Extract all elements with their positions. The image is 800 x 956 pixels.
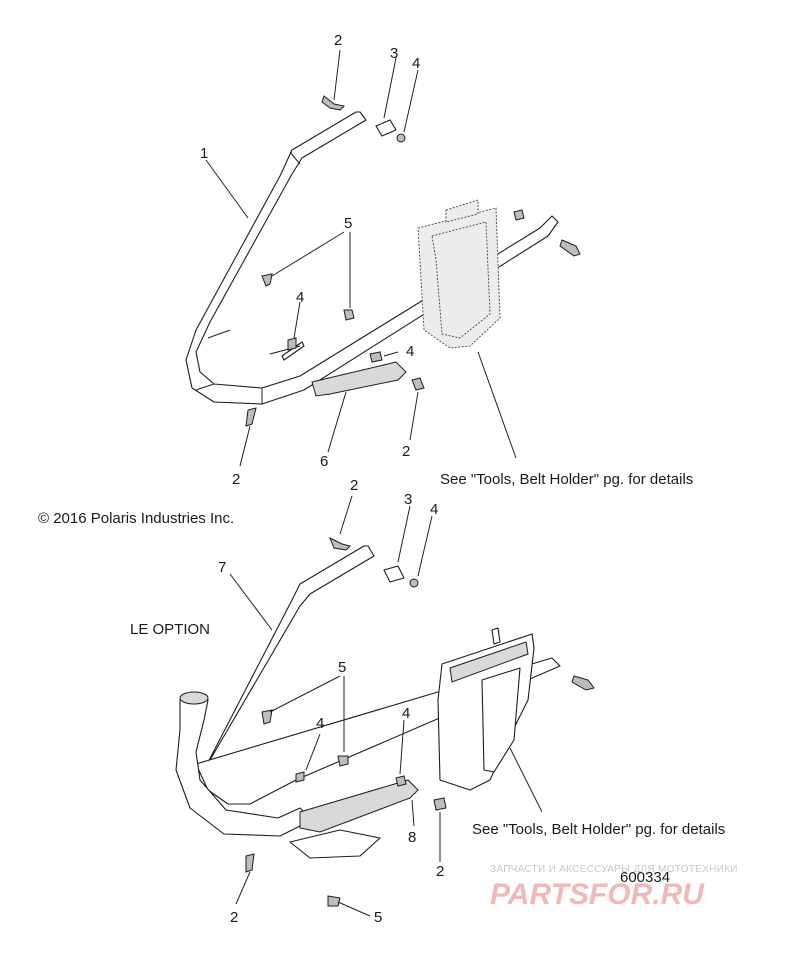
lower-leader-lines <box>229 495 543 917</box>
callout-u-4b: 4 <box>296 289 304 306</box>
callout-l-5b: 5 <box>374 909 382 926</box>
callout-l-2b: 2 <box>436 863 444 880</box>
callout-numbers: 2 3 4 1 5 4 4 2 6 2 2 3 4 7 5 4 4 8 2 2 … <box>200 32 444 926</box>
upper-assembly <box>185 49 581 467</box>
callout-l-4c: 4 <box>402 705 410 722</box>
callout-l-5a: 5 <box>338 659 346 676</box>
see-note-upper: See "Tools, Belt Holder" pg. for details <box>440 471 693 488</box>
bumper-tube-part-1 <box>185 111 559 405</box>
callout-l-4b: 4 <box>316 715 324 732</box>
callout-u-2b: 2 <box>402 443 410 460</box>
front-tube-part-7 <box>175 691 313 837</box>
upper-leader-lines <box>205 49 517 467</box>
lower-bracket-part-6 <box>311 361 407 397</box>
figure-number: 600334 <box>620 869 670 886</box>
callout-u-1: 1 <box>200 145 208 162</box>
callout-l-2c: 2 <box>230 909 238 926</box>
upper-hardware <box>245 95 581 427</box>
callout-l-3: 3 <box>404 491 412 508</box>
see-note-lower: See "Tools, Belt Holder" pg. for details <box>472 821 725 838</box>
belt-holder-reference <box>417 199 501 349</box>
callout-l-4a: 4 <box>430 501 438 518</box>
callout-u-4c: 4 <box>406 343 414 360</box>
callout-u-2c: 2 <box>232 471 240 488</box>
callout-l-8: 8 <box>408 829 416 846</box>
callout-u-4a: 4 <box>412 55 420 72</box>
le-option-label: LE OPTION <box>130 621 210 638</box>
callout-u-3: 3 <box>390 45 398 62</box>
lower-assembly <box>175 495 595 917</box>
callout-u-6: 6 <box>320 453 328 470</box>
callout-u-2a: 2 <box>334 32 342 49</box>
watermark-brand-logo: PARTSFOR.RU <box>490 878 705 911</box>
callout-l-2a: 2 <box>350 477 358 494</box>
watermark-tagline: ЗАПЧАСТИ И АКСЕССУАРЫ ДЛЯ МОТОТЕХНИКИ <box>490 864 738 875</box>
belt-holder-reference-lower <box>437 627 535 791</box>
lower-bracket-part-8 <box>299 779 419 833</box>
callout-l-7: 7 <box>218 559 226 576</box>
callout-u-5: 5 <box>344 215 352 232</box>
copyright-text: © 2016 Polaris Industries Inc. <box>38 510 234 527</box>
lower-hardware <box>245 536 595 907</box>
